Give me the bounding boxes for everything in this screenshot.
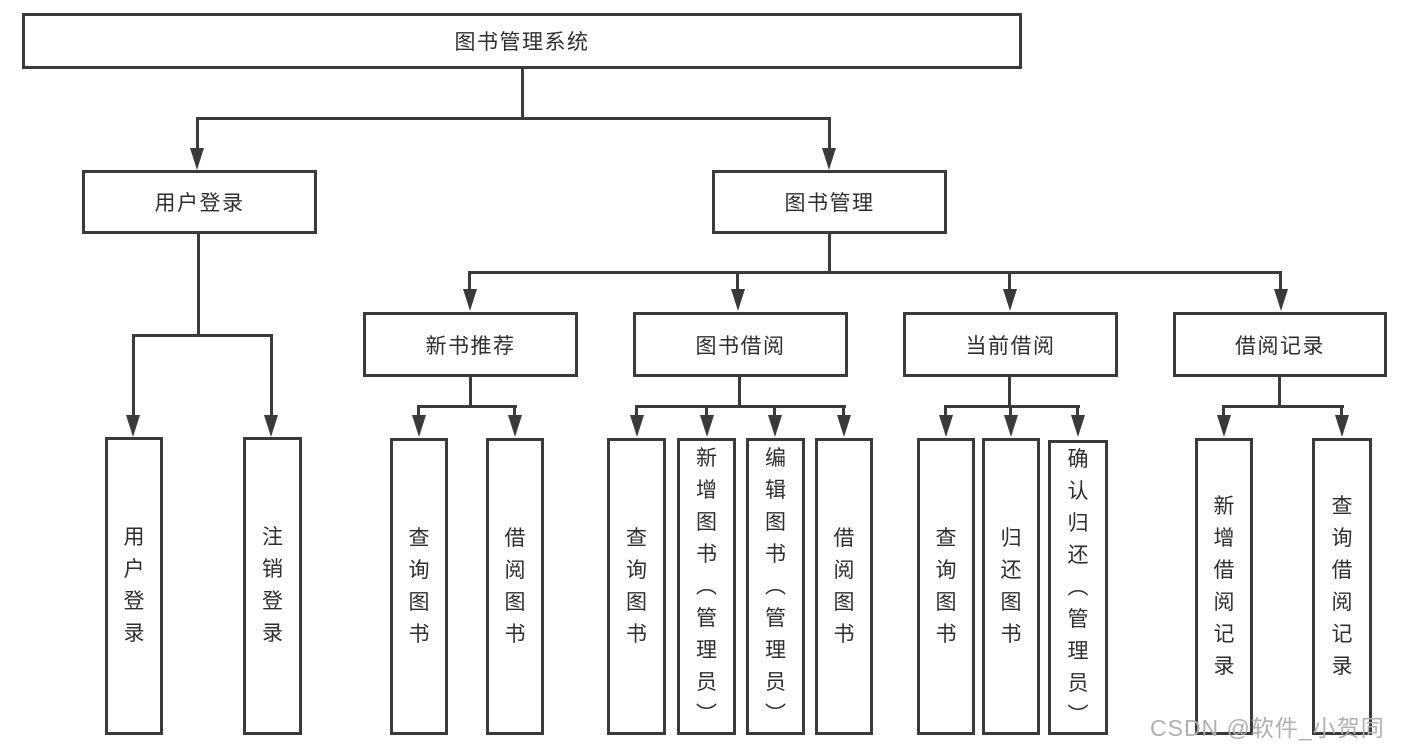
connector-line [521,69,524,118]
connector-line [513,405,516,417]
arrow-down-icon [1004,415,1018,437]
node-label: 图书借阅 [695,334,786,358]
node-label: 新书推荐 [425,334,516,358]
connector-line [1222,405,1344,408]
node-label: 图书管理系统 [454,31,590,54]
arrow-down-icon [264,415,278,437]
arrow-down-icon [508,415,522,437]
connector-line [196,117,199,150]
connector-line [828,234,831,274]
connector-line [196,117,831,120]
node-borrowing-records: 借阅记录 [1173,312,1387,377]
connector-line [270,336,273,417]
connector-line [469,376,472,407]
connector-line [705,405,708,417]
leaf-return-book: 归还图书 [982,438,1040,735]
connector-line [1008,271,1011,291]
connector-line [417,405,420,417]
connector-line [635,405,638,417]
connector-line [417,405,517,408]
node-label: 当前借阅 [965,334,1056,358]
connector-line [132,336,135,417]
connector-line [842,405,845,417]
leaf-add-book-admin: 新增图书︵管理员︶ [677,438,736,735]
connector-line [1008,376,1011,407]
arrow-down-icon [822,148,836,170]
csdn-watermark: CSDN @软件_小贺同学 [1150,715,1385,741]
node-label: 借阅记录 [1235,334,1325,358]
leaf-query-books-current: 查询图书 [917,438,975,735]
node-label: 图书管理 [784,192,875,215]
connector-line [773,405,776,417]
connector-line [636,405,846,408]
connector-line [828,117,831,150]
arrow-down-icon [731,289,745,311]
connector-line [736,271,739,291]
connector-line [1076,405,1079,417]
leaf-add-borrow-record: 新增借阅记录 [1195,438,1253,735]
arrow-down-icon [1003,289,1017,311]
connector-line [1009,405,1012,417]
node-library-management-system: 图书管理系统 [22,13,1022,69]
node-current-borrowing: 当前借阅 [903,312,1118,377]
arrow-down-icon [1335,415,1349,437]
arrow-down-icon [1274,289,1288,311]
leaf-query-borrow-record: 查询借阅记录 [1312,438,1372,735]
leaf-borrow-books-recommend: 借阅图书 [486,438,544,735]
leaf-borrow-books-borrowing: 借阅图书 [815,438,873,735]
connector-line [1278,376,1281,407]
leaf-confirm-return-admin: 确认归还︵管理员︶ [1048,440,1108,735]
arrow-down-icon [700,415,714,437]
leaf-user-login: 用户登录 [105,437,163,735]
leaf-query-books-recommend: 查询图书 [390,438,448,735]
node-book-borrowing: 图书借阅 [633,312,848,377]
connector-line [197,233,200,336]
connector-line [1222,405,1225,417]
node-label: 用户登录 [154,192,245,215]
connector-line [1279,271,1282,291]
arrow-down-icon [1217,415,1231,437]
arrow-down-icon [837,415,851,437]
arrow-down-icon [463,289,477,311]
arrow-down-icon [190,148,204,170]
connector-line [738,376,741,407]
arrow-down-icon [126,415,140,437]
arrow-down-icon [412,415,426,437]
connector-line [944,405,1080,408]
arrow-down-icon [1071,415,1085,437]
leaf-query-books-borrowing: 查询图书 [607,438,666,735]
connector-line [1340,405,1343,417]
node-new-book-recommendation: 新书推荐 [363,312,578,377]
node-user-login: 用户登录 [82,170,317,234]
connector-line [132,334,273,337]
arrow-down-icon [630,415,644,437]
arrow-down-icon [939,415,953,437]
leaf-edit-book-admin: 编辑图书︵管理员︶ [746,438,805,735]
connector-line [469,271,1282,274]
leaf-logout: 注销登录 [243,437,302,735]
node-book-management: 图书管理 [712,170,947,234]
connector-line [468,271,471,291]
arrow-down-icon [768,415,782,437]
connector-line [944,405,947,417]
